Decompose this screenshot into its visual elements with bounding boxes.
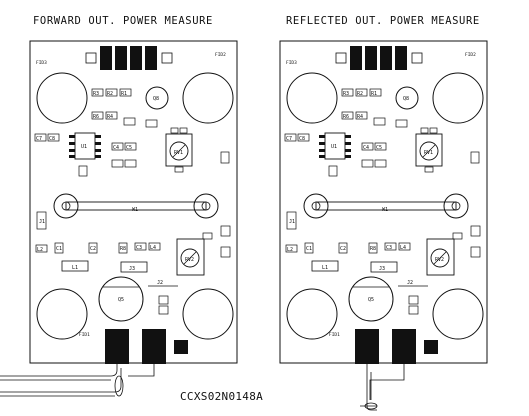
- board-outline: [279, 40, 488, 364]
- inductor-label: L1: [322, 265, 328, 271]
- resistor-label: R8: [370, 246, 376, 252]
- capacitor-label: C4: [113, 145, 119, 151]
- ic-outline: [74, 132, 96, 160]
- resistor-label: R1: [121, 91, 127, 97]
- resistor-label: R6: [93, 114, 99, 120]
- fiducial-label: FID3: [286, 60, 297, 66]
- crystal-label: Q8: [403, 96, 409, 102]
- crystal-label: Q8: [153, 96, 159, 102]
- trimmer-dial: [180, 248, 200, 268]
- inductor-label: L2: [37, 247, 43, 253]
- resistor-label: R2: [107, 91, 113, 97]
- fiducial-label: FID1: [329, 332, 340, 338]
- fiducial-label: FID2: [465, 52, 476, 58]
- line-via: [53, 193, 79, 219]
- title-forward: FORWARD OUT. POWER MEASURE: [33, 15, 213, 27]
- capacitor-label: C3: [386, 245, 392, 251]
- inductor-label: L1: [72, 265, 78, 271]
- part-code: CCXS02N0148A: [180, 390, 263, 403]
- capacitor-label: C2: [340, 246, 346, 252]
- resistor-label: R8: [120, 246, 126, 252]
- fiducial-label: FID2: [215, 52, 226, 58]
- connector-label: J3: [379, 266, 385, 272]
- board-forward: FID3 FID2 FID1 Q8 R3 R2 R1 R6 R4: [29, 40, 238, 364]
- resistor-label: R1: [371, 91, 377, 97]
- connector-label: J1: [289, 219, 295, 225]
- capacitor-label: C3: [136, 245, 142, 251]
- connector-label: J1: [39, 219, 45, 225]
- mounting-hole: [182, 72, 234, 124]
- coax-cable: [0, 364, 405, 411]
- trimmer-label: RV1: [174, 150, 183, 156]
- inductor-label: L4: [150, 245, 156, 251]
- smd-pad: [85, 52, 97, 64]
- trimmer-dial: [169, 141, 189, 161]
- resistor-label: R2: [357, 91, 363, 97]
- resistor-label: R6: [343, 114, 349, 120]
- resistor-label: R4: [107, 114, 113, 120]
- capacitor-label: C5: [126, 145, 132, 151]
- ic-label: U1: [81, 144, 87, 150]
- connector-label: J2: [407, 280, 413, 286]
- resistor-label: R4: [357, 114, 363, 120]
- board-outline: [29, 40, 238, 364]
- connector-pad: [115, 46, 127, 70]
- connector-label: J2: [157, 280, 163, 286]
- connector-pad: [145, 46, 157, 70]
- capacitor-label: C8: [49, 136, 55, 142]
- transformer-label: Q5: [368, 297, 374, 303]
- inductor-label: L4: [400, 245, 406, 251]
- fiducial-label: FID1: [79, 332, 90, 338]
- inductor-label: L2: [287, 247, 293, 253]
- fiducial-label: FID3: [36, 60, 47, 66]
- mounting-hole: [182, 288, 234, 340]
- transmission-line: [65, 201, 207, 211]
- capacitor-label: C8: [299, 136, 305, 142]
- connector-label: J3: [129, 266, 135, 272]
- board-reflected: FID3 FID2 FID1 Q8 R3 R2 R1 R6 R4 C7 C8: [279, 40, 488, 364]
- connector-pad: [130, 46, 142, 70]
- capacitor-label: C2: [90, 246, 96, 252]
- output-pad: [142, 329, 166, 364]
- line-label: W1: [132, 207, 138, 213]
- transformer-outline: [98, 276, 144, 322]
- transformer-label: Q5: [118, 297, 124, 303]
- resistor-label: R3: [93, 91, 99, 97]
- ground-pad: [174, 340, 188, 354]
- connector-pad: [100, 46, 112, 70]
- mounting-hole: [36, 72, 88, 124]
- trimmer-body: [165, 133, 193, 167]
- trimmer-label: RV2: [435, 257, 444, 263]
- crystal-outline: [145, 86, 169, 110]
- capacitor-label: C1: [306, 246, 312, 252]
- line-label: W1: [382, 207, 388, 213]
- capacitor-label: C5: [376, 145, 382, 151]
- line-via: [193, 193, 219, 219]
- mounting-hole: [36, 288, 88, 340]
- ic-label: U1: [331, 144, 337, 150]
- capacitor-label: C1: [56, 246, 62, 252]
- capacitor-label: C7: [286, 136, 292, 142]
- capacitor-label: C7: [36, 136, 42, 142]
- trimmer-label: RV2: [185, 257, 194, 263]
- output-pad: [105, 329, 129, 364]
- smd-pad: [161, 52, 173, 64]
- resistor-label: R3: [343, 91, 349, 97]
- title-reflected: REFLECTED OUT. POWER MEASURE: [286, 15, 480, 27]
- trimmer-label: RV1: [424, 150, 433, 156]
- capacitor-label: C4: [363, 145, 369, 151]
- trimmer-body: [176, 238, 205, 276]
